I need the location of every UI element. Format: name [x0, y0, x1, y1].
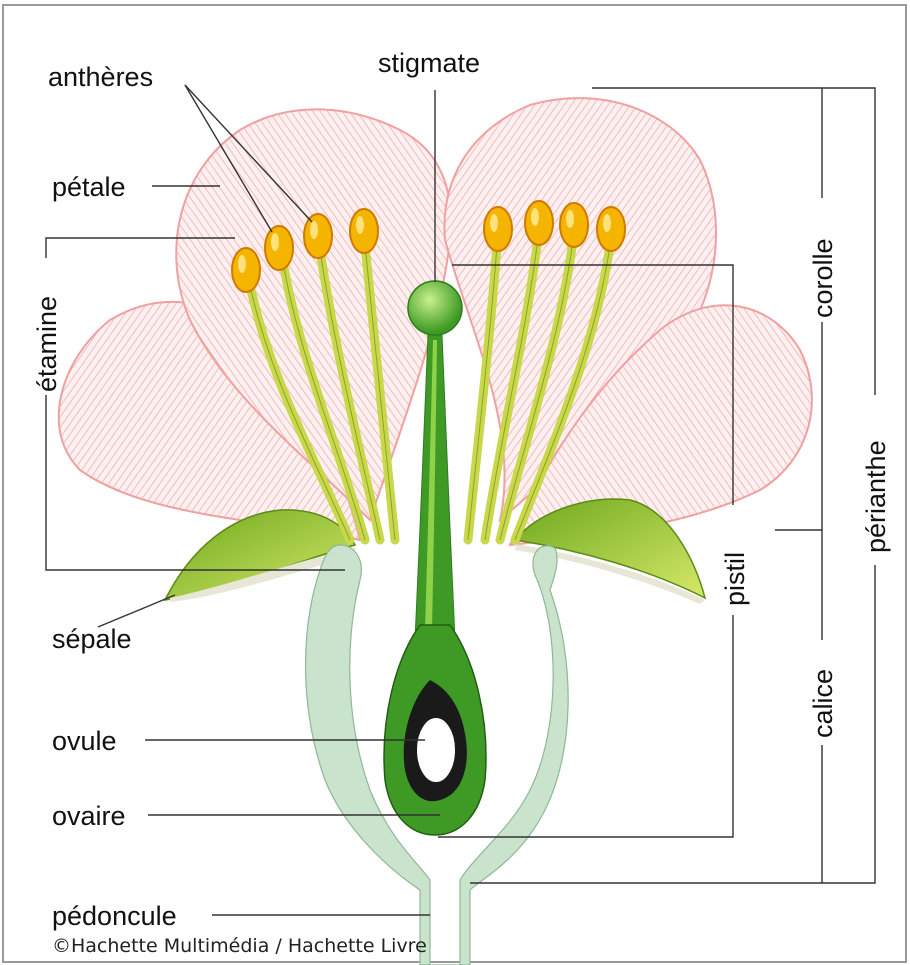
label-sepale: sépale: [52, 624, 132, 654]
label-perianthe: périanthe: [861, 440, 891, 553]
anther: [304, 214, 332, 258]
anther: [597, 207, 625, 251]
label-calice: calice: [808, 669, 838, 738]
label-ovaire: ovaire: [52, 801, 126, 831]
copyright-credit: ©Hachette Multimédia / Hachette Livre: [52, 935, 427, 957]
anther: [525, 201, 553, 245]
anther: [350, 209, 378, 253]
label-antheres: anthères: [48, 62, 153, 92]
label-petale: pétale: [52, 172, 126, 202]
anther: [232, 248, 260, 292]
label-etamine: étamine: [32, 296, 62, 392]
stigma: [408, 281, 462, 335]
label-pedoncule: pédoncule: [52, 901, 177, 931]
anther: [560, 203, 588, 247]
label-ovule: ovule: [52, 726, 117, 756]
anther: [484, 207, 512, 251]
label-stigmate: stigmate: [378, 48, 480, 78]
ovule: [416, 717, 456, 783]
anther: [265, 226, 293, 270]
label-pistil: pistil: [720, 552, 750, 606]
label-corolle: corolle: [808, 238, 838, 318]
